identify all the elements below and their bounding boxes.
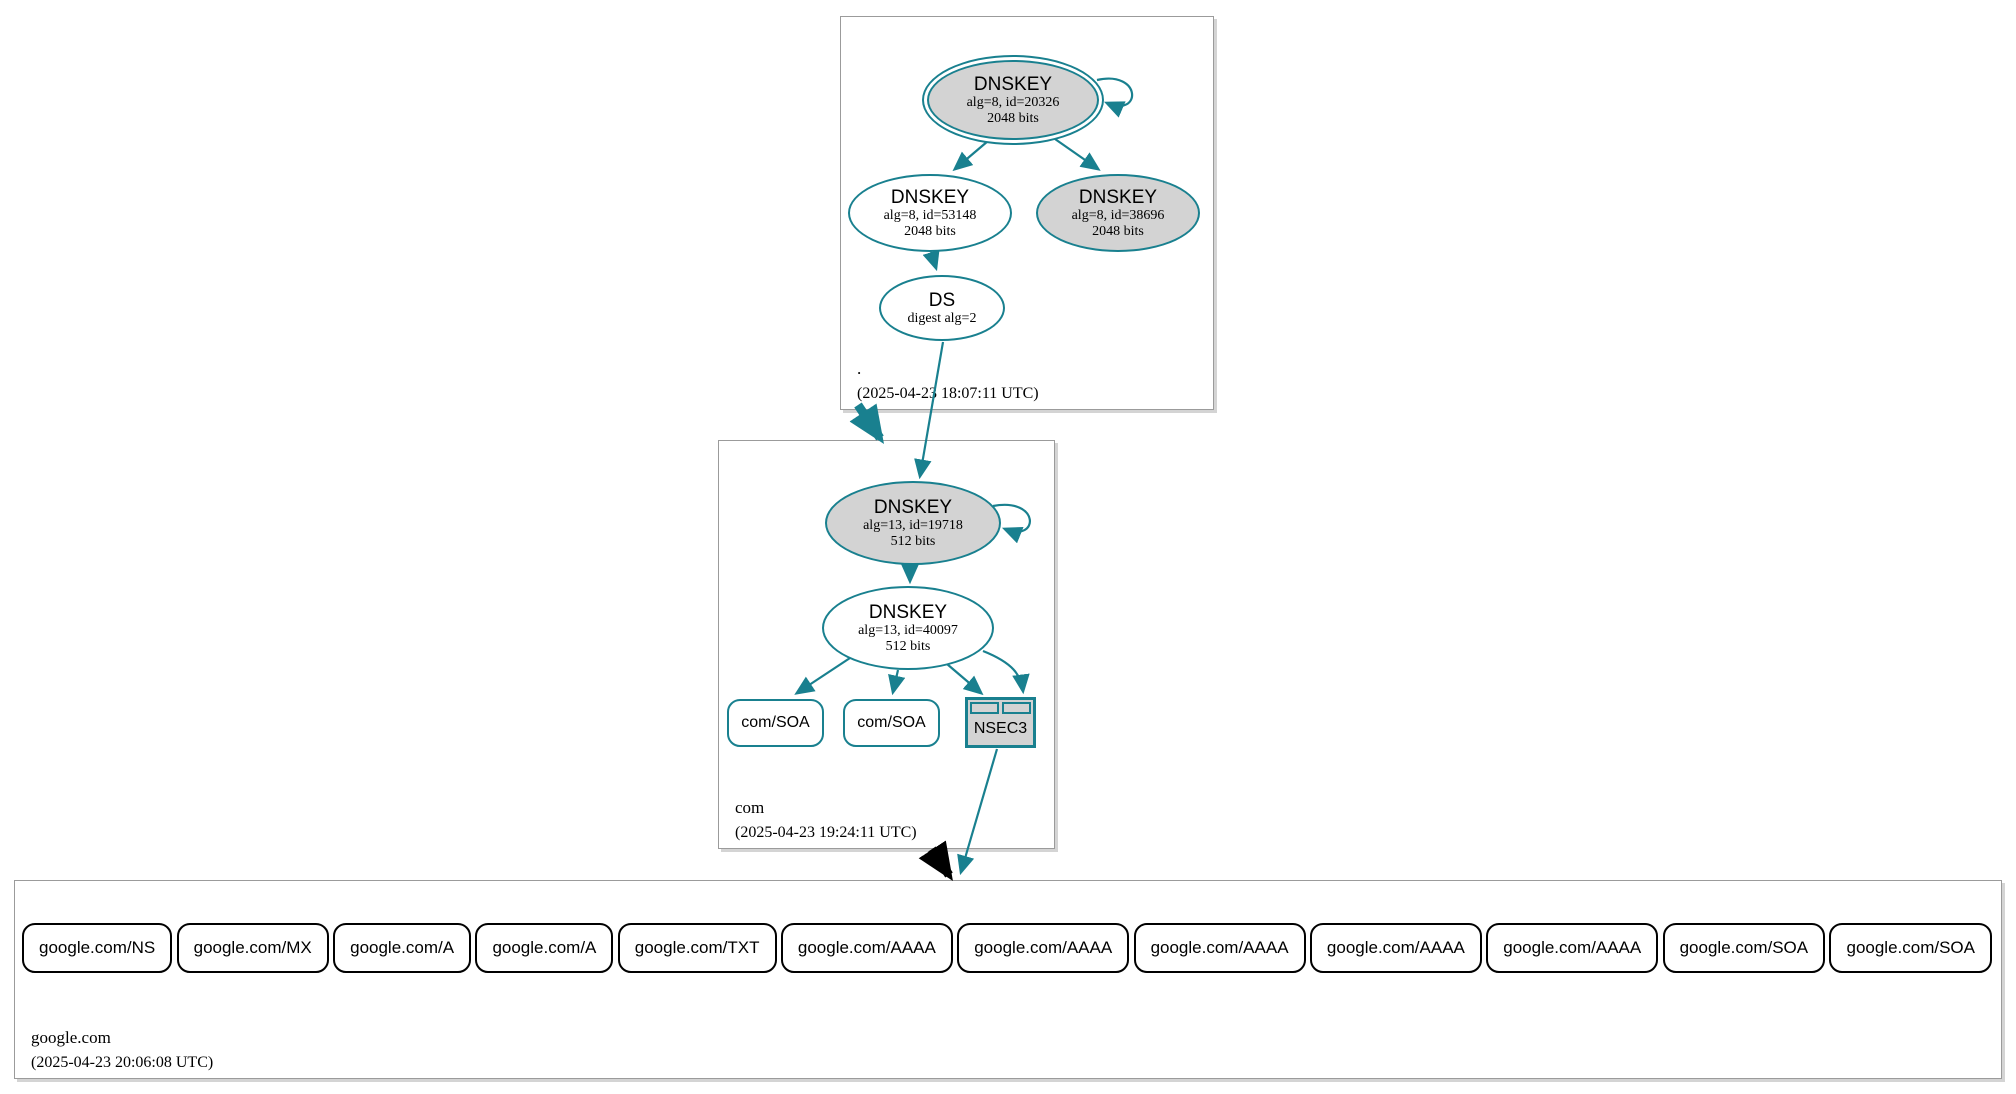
dnskey-bits: 2048 bits (904, 223, 956, 239)
zone-label-google: google.com (2025-04-23 20:06:08 UTC) (31, 1028, 213, 1072)
rrset-label: com/SOA (857, 714, 926, 731)
dnskey-title: DNSKEY (1078, 186, 1158, 208)
zone-timestamp-com: (2025-04-23 19:24:11 UTC) (735, 824, 917, 841)
zone-name-com: com (735, 798, 765, 817)
rrset-node-google-aaaa-5[interactable]: google.com/AAAA (1486, 923, 1659, 973)
zone-box-google: google.com (2025-04-23 20:06:08 UTC) (14, 880, 2002, 1079)
dnskey-bits: 2048 bits (1092, 223, 1144, 239)
zone-label-root: . (2025-04-23 18:07:11 UTC) (857, 359, 1039, 403)
dnskey-detail: alg=13, id=19718 (863, 517, 963, 533)
dnskey-node-com-zsk-40097[interactable]: DNSKEY alg=13, id=40097 512 bits (822, 586, 994, 670)
dnskey-detail: alg=8, id=38696 (1071, 207, 1165, 223)
ds-title: DS (928, 289, 956, 311)
dnskey-bits: 2048 bits (987, 110, 1039, 126)
rrset-node-google-aaaa-2[interactable]: google.com/AAAA (957, 923, 1130, 973)
rrset-node-google-soa-2[interactable]: google.com/SOA (1829, 923, 1992, 973)
dnskey-detail: alg=8, id=53148 (883, 207, 977, 223)
ds-detail: digest alg=2 (907, 310, 977, 326)
rrset-node-google-aaaa-3[interactable]: google.com/AAAA (1133, 923, 1306, 973)
dnskey-title: DNSKEY (890, 186, 970, 208)
dnskey-node-root-ksk-20326[interactable]: DNSKEY alg=8, id=20326 2048 bits (922, 55, 1104, 145)
rrset-node-google-soa-1[interactable]: google.com/SOA (1662, 923, 1826, 973)
zone-timestamp-root: (2025-04-23 18:07:11 UTC) (857, 385, 1039, 402)
dnskey-title: DNSKEY (868, 601, 948, 623)
dnskey-node-root-zsk-53148[interactable]: DNSKEY alg=8, id=53148 2048 bits (848, 174, 1012, 252)
nsec3-cell-left (970, 702, 999, 714)
google-rrset-row: google.com/NS google.com/MX google.com/A… (22, 923, 1992, 973)
dnskey-bits: 512 bits (885, 638, 931, 654)
dnskey-title: DNSKEY (973, 73, 1053, 95)
dnskey-node-root-ksk-20326-inner: DNSKEY alg=8, id=20326 2048 bits (927, 60, 1099, 140)
dnskey-detail: alg=8, id=20326 (966, 94, 1060, 110)
rrset-node-google-aaaa-1[interactable]: google.com/AAAA (780, 923, 953, 973)
rrset-node-google-a-2[interactable]: google.com/A (475, 923, 614, 973)
dnskey-node-com-ksk-19718[interactable]: DNSKEY alg=13, id=19718 512 bits (825, 481, 1001, 565)
dnskey-detail: alg=13, id=40097 (858, 622, 958, 638)
nsec3-node-com[interactable]: NSEC3 (965, 697, 1036, 748)
nsec3-cell-right (1002, 702, 1031, 714)
rrset-label: com/SOA (741, 714, 810, 731)
zone-name-root: . (857, 359, 862, 378)
rrset-node-google-txt[interactable]: google.com/TXT (617, 923, 777, 973)
zone-timestamp-google: (2025-04-23 20:06:08 UTC) (31, 1054, 214, 1071)
nsec3-label: NSEC3 (973, 719, 1028, 737)
rrset-node-com-soa-1[interactable]: com/SOA (727, 699, 824, 747)
rrset-node-com-soa-2[interactable]: com/SOA (843, 699, 940, 747)
dnskey-node-root-38696[interactable]: DNSKEY alg=8, id=38696 2048 bits (1036, 174, 1200, 252)
nsec3-cells (970, 702, 1031, 714)
dnskey-bits: 512 bits (890, 533, 936, 549)
rrset-node-google-mx[interactable]: google.com/MX (176, 923, 329, 973)
dnskey-title: DNSKEY (873, 496, 953, 518)
rrset-node-google-aaaa-4[interactable]: google.com/AAAA (1309, 923, 1482, 973)
rrset-node-google-a-1[interactable]: google.com/A (333, 923, 472, 973)
ds-node-root[interactable]: DS digest alg=2 (879, 275, 1005, 341)
zone-label-com: com (2025-04-23 19:24:11 UTC) (735, 798, 917, 842)
rrset-node-google-ns[interactable]: google.com/NS (22, 923, 173, 973)
zone-name-google: google.com (31, 1028, 111, 1047)
